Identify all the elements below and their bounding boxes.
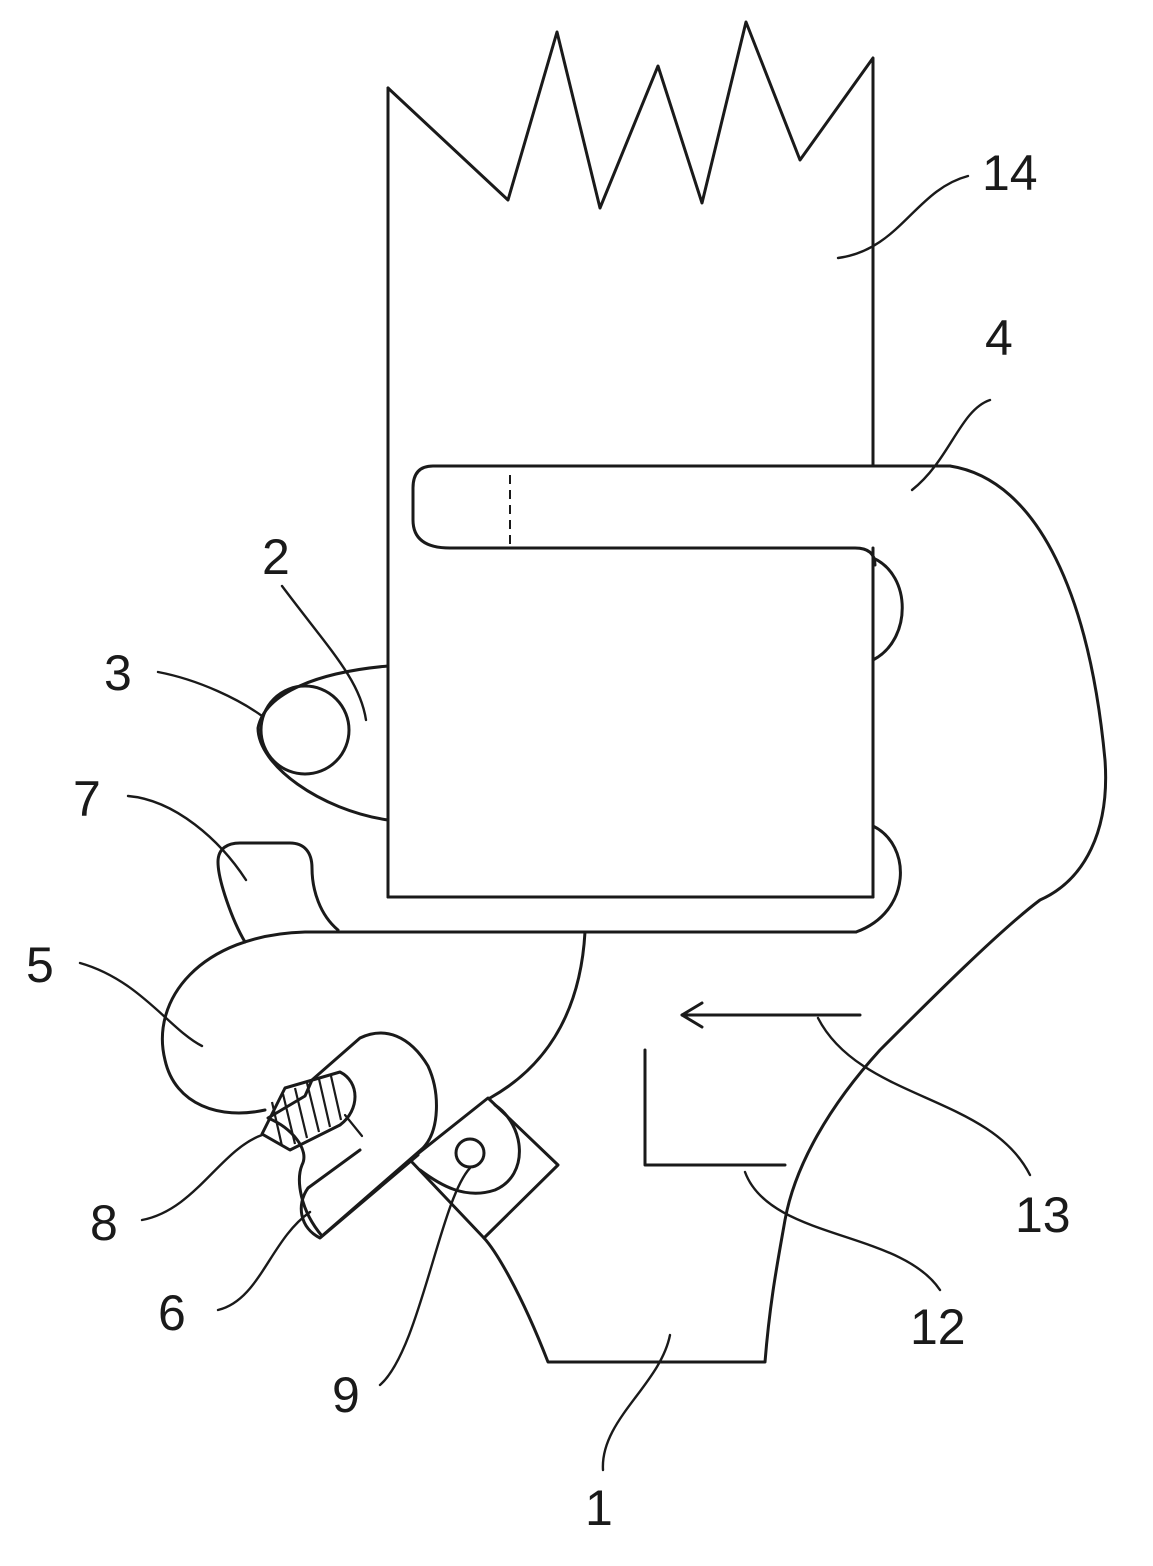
part-1-frame [484, 466, 1106, 1362]
leader-5 [80, 963, 202, 1046]
part-14-body [388, 22, 873, 466]
label-2: 2 [262, 529, 290, 585]
label-6: 6 [158, 1285, 186, 1341]
label-9: 9 [332, 1367, 360, 1423]
part-4-bump-upper [873, 558, 902, 660]
label-4: 4 [985, 310, 1013, 366]
label-7: 7 [73, 771, 101, 827]
part-4-hook-arm [413, 466, 950, 565]
leader-2 [282, 586, 366, 720]
label-12: 12 [910, 1299, 966, 1355]
part-7-tab [218, 843, 338, 942]
part-9-pivot-block [410, 1098, 558, 1238]
leader-1 [603, 1335, 670, 1470]
label-1: 1 [585, 1480, 613, 1536]
part-12-stop [645, 1050, 785, 1165]
leader-4 [912, 400, 990, 490]
leader-12 [745, 1172, 940, 1290]
leader-7 [128, 796, 246, 880]
part-6-slot [301, 1150, 418, 1238]
leader-6 [218, 1212, 310, 1310]
part-9-pin [456, 1139, 484, 1167]
label-3: 3 [104, 645, 132, 701]
label-14: 14 [982, 145, 1038, 201]
part-8-spring [262, 1072, 355, 1150]
leader-3 [158, 672, 262, 716]
leader-9 [380, 1168, 470, 1385]
label-13: 13 [1015, 1187, 1071, 1243]
part-5-arm [162, 932, 856, 1113]
leader-14 [838, 176, 968, 258]
part-4-bump-lower [856, 826, 900, 932]
part-8-link [345, 1115, 362, 1136]
leader-13 [818, 1018, 1030, 1175]
label-5: 5 [26, 937, 54, 993]
part-3-pin [261, 686, 349, 774]
label-8: 8 [90, 1195, 118, 1251]
leader-8 [142, 1135, 262, 1220]
